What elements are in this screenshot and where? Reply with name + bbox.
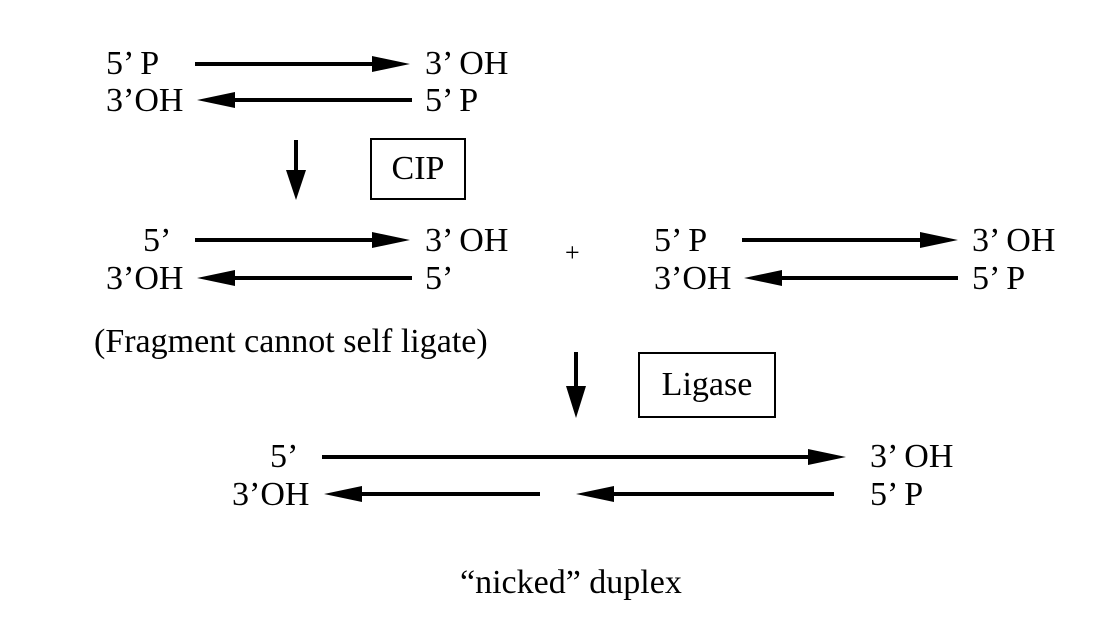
top-duplex-3oh-label: 3’ OH [425,45,509,82]
product-duplex-strands [322,449,846,502]
dephosphorylated-fragment-strands [195,232,412,286]
top-duplex-5p-bottom-label: 5’ P [425,82,479,119]
insert-fragment-3oh-bottom-label: 3’OH [654,260,732,297]
top-duplex-top-arrowhead [372,56,410,72]
dephos-fragment-5-bottom-label: 5’ [425,260,454,297]
down-arrow-1 [286,140,306,200]
insert-fragment-5p-bottom-label: 5’ P [972,260,1026,297]
ligase-enzyme-box: Ligase [638,352,776,418]
ligase-label: Ligase [661,366,753,403]
insert-fragment-5p-label: 5’ P [654,222,708,259]
top-duplex-strands [195,56,412,108]
cip-label: CIP [391,150,445,187]
top-duplex-bottom-arrowhead [197,92,235,108]
dephos-fragment-3oh-label: 3’ OH [425,222,509,259]
product-5-label: 5’ [270,438,299,475]
dephos-fragment-5-label: 5’ [143,222,172,259]
dephos-fragment-3oh-bottom-label: 3’OH [106,260,184,297]
insert-fragment-strands [742,232,958,286]
product-3oh-bottom-label: 3’OH [232,476,310,513]
fragment-note: (Fragment cannot self ligate) [94,323,488,360]
plus-sign: + [565,238,580,267]
down-arrow-2 [566,352,586,418]
cip-enzyme-box: CIP [370,138,466,200]
product-5p-bottom-label: 5’ P [870,476,924,513]
nicked-duplex-caption: “nicked” duplex [460,564,682,601]
top-duplex-5p-label: 5’ P [106,45,160,82]
top-duplex-3oh-bottom-label: 3’OH [106,82,184,119]
product-3oh-label: 3’ OH [870,438,954,475]
insert-fragment-3oh-label: 3’ OH [972,222,1056,259]
